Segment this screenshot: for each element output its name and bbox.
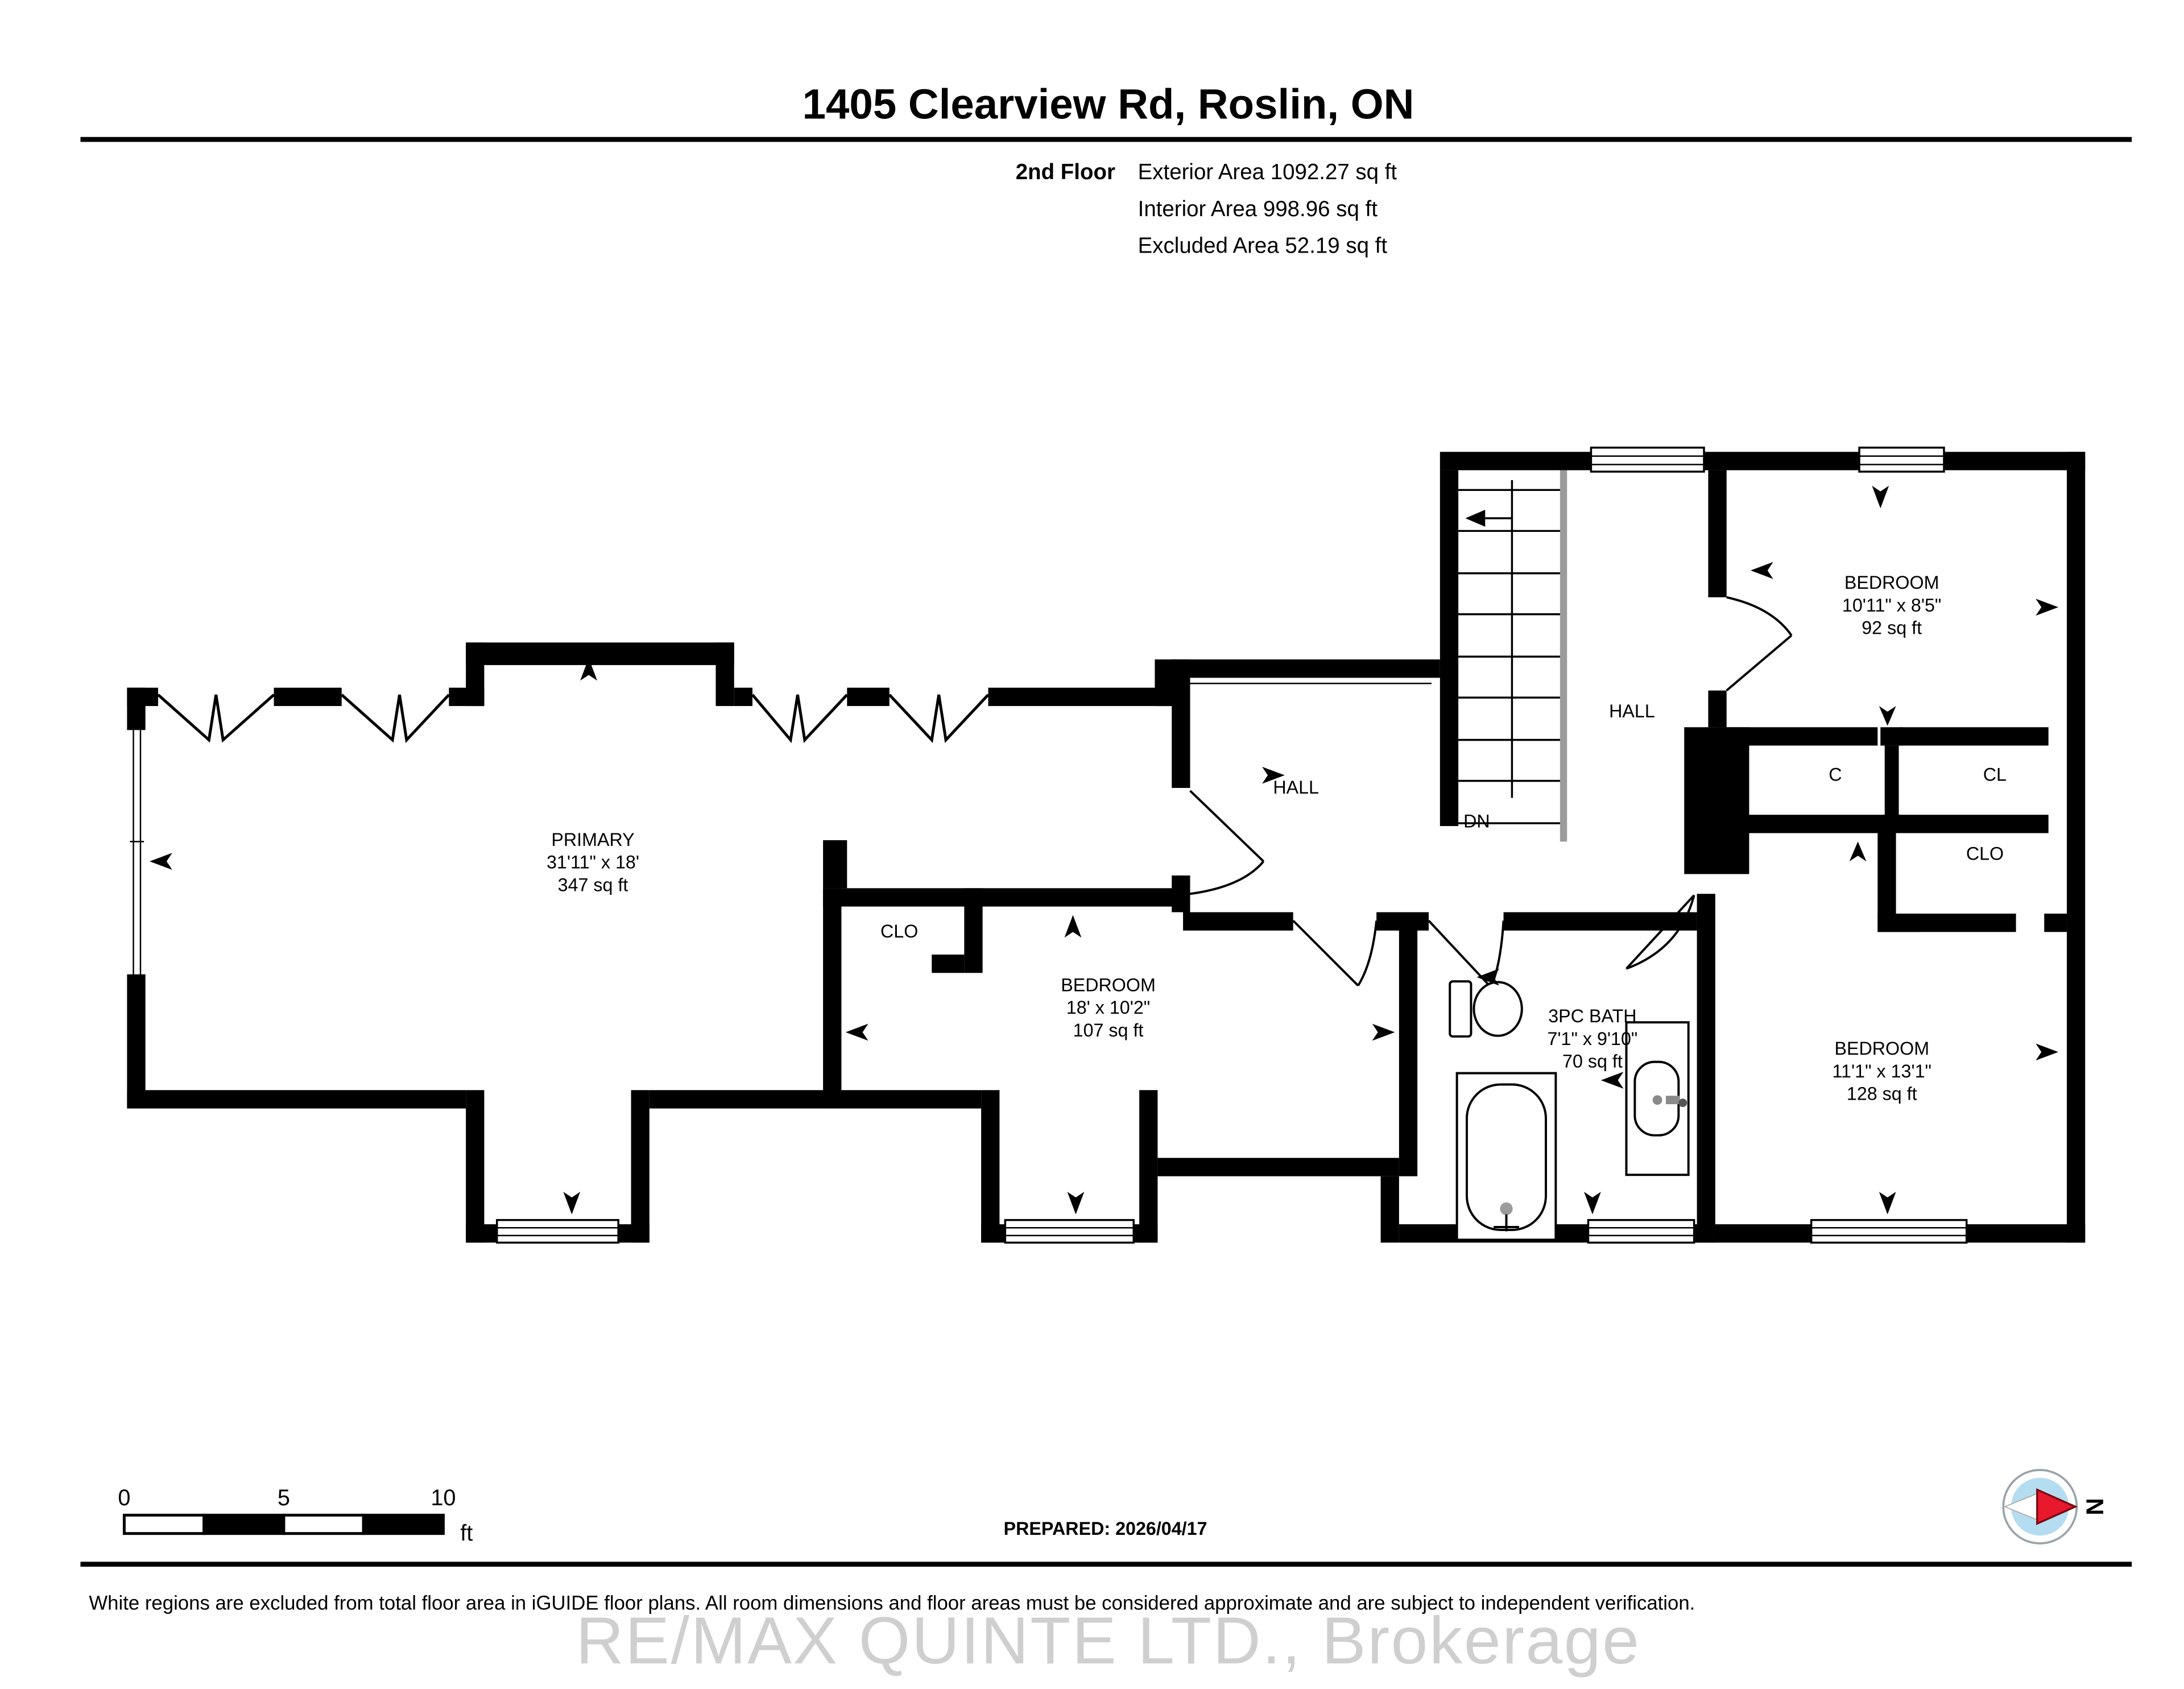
compass-north-label: N xyxy=(2082,1498,2108,1515)
header-divider xyxy=(80,137,2132,142)
door-hall-to-bedroom-mid xyxy=(1292,919,1378,986)
room-label-bedroom-bottom-right: BEDROOM 11'1" x 13'1" 128 sq ft xyxy=(1833,1038,1931,1104)
window-top-bedroom xyxy=(1858,447,1945,473)
bedroom-mid-name: BEDROOM xyxy=(1061,975,1156,996)
scale-5: 5 xyxy=(278,1485,290,1510)
toilet-icon xyxy=(1449,980,1523,1038)
bath-area: 70 sq ft xyxy=(1562,1051,1623,1072)
room-labels: PRIMARY 31'11" x 18' 347 sq ft BEDROOM 1… xyxy=(547,572,2007,1104)
window-top-stairwell xyxy=(1590,447,1705,473)
excluded-area: Excluded Area 52.19 sq ft xyxy=(1138,233,1388,258)
door-hall-to-primary xyxy=(1189,790,1265,895)
bedroom-tr-dims: 10'11" x 8'5" xyxy=(1842,595,1941,616)
interior-area: Interior Area 998.96 sq ft xyxy=(1138,197,1378,221)
footer: RE/MAX QUINTE LTD., Brokerage 0 5 10 ft … xyxy=(80,1469,2132,1678)
window-primary-left xyxy=(130,730,144,974)
bedroom-mid-dims: 18' x 10'2" xyxy=(1066,997,1151,1018)
measurement-arrows xyxy=(150,485,2059,1215)
bedroom-mid-area: 107 sq ft xyxy=(1073,1020,1144,1040)
room-label-bedroom-top-right: BEDROOM 10'11" x 8'5" 92 sq ft xyxy=(1842,572,1941,638)
footer-divider xyxy=(80,1562,2132,1567)
bath-fixtures xyxy=(1449,980,1690,1241)
room-label-primary: PRIMARY 31'11" x 18' 347 sq ft xyxy=(547,829,639,895)
bedroom-br-name: BEDROOM xyxy=(1834,1038,1929,1059)
bath-name: 3PC BATH xyxy=(1548,1006,1636,1026)
sink-vanity-icon xyxy=(1625,1021,1690,1176)
bedroom-tr-name: BEDROOM xyxy=(1844,572,1939,593)
scale-unit: ft xyxy=(460,1521,473,1546)
door-to-bedroom-bottom-right xyxy=(1625,894,1695,970)
primary-area: 347 sq ft xyxy=(558,874,628,895)
bedroom-br-area: 128 sq ft xyxy=(1847,1084,1917,1104)
window-bath-bottom xyxy=(1587,1219,1695,1244)
room-label-bath: 3PC BATH 7'1" x 9'10" 70 sq ft xyxy=(1547,1006,1637,1071)
brokerage-watermark: RE/MAX QUINTE LTD., Brokerage xyxy=(576,1603,1641,1678)
closet-clo-right-label: CLO xyxy=(1966,844,2004,864)
staircase xyxy=(1458,470,1567,842)
compass-north-needle xyxy=(2036,1488,2078,1525)
bedroom-tr-area: 92 sq ft xyxy=(1862,618,1922,638)
windows xyxy=(130,447,1968,1244)
window-primary-bottom xyxy=(495,1219,619,1244)
primary-dims: 31'11" x 18' xyxy=(547,852,639,873)
scale-bar: 0 5 10 ft xyxy=(118,1485,473,1546)
room-label-bedroom-mid: BEDROOM 18' x 10'2" 107 sq ft xyxy=(1061,975,1156,1040)
walls xyxy=(127,452,2086,1243)
scale-10: 10 xyxy=(431,1485,456,1510)
stairs-down-label: DN xyxy=(1463,811,1490,832)
exterior-area: Exterior Area 1092.27 sq ft xyxy=(1138,160,1397,184)
hall-right-label: HALL xyxy=(1609,701,1655,721)
header: 1405 Clearview Rd, Roslin, ON 2nd Floor … xyxy=(80,81,2132,258)
bath-dims: 7'1" x 9'10" xyxy=(1547,1029,1637,1049)
compass: N xyxy=(2002,1469,2108,1545)
window-bedroom-br-bottom xyxy=(1810,1219,1968,1244)
disclaimer-text: White regions are excluded from total fl… xyxy=(89,1593,1695,1614)
hall-left-label: HALL xyxy=(1273,777,1319,798)
bedroom-br-dims: 11'1" x 13'1" xyxy=(1833,1061,1931,1081)
scale-0: 0 xyxy=(118,1485,130,1510)
stair-direction-arrow xyxy=(1465,510,1512,527)
primary-name: PRIMARY xyxy=(551,829,634,850)
closet-mid-label: CLO xyxy=(880,921,918,941)
window-bedroom-mid-bottom xyxy=(1004,1219,1135,1244)
bathtub-icon xyxy=(1455,1072,1557,1241)
stair-rail xyxy=(1560,470,1567,842)
page-title: 1405 Clearview Rd, Roslin, ON xyxy=(803,81,1414,128)
closet-c-label: C xyxy=(1829,765,1842,785)
floor-label: 2nd Floor xyxy=(1016,160,1115,184)
door-to-bedroom-top-right xyxy=(1726,596,1793,692)
prepared-date: PREPARED: 2026/04/17 xyxy=(1004,1518,1207,1539)
zigzag-wall-segments xyxy=(157,693,990,744)
closet-cl-label: CL xyxy=(1983,765,2007,785)
